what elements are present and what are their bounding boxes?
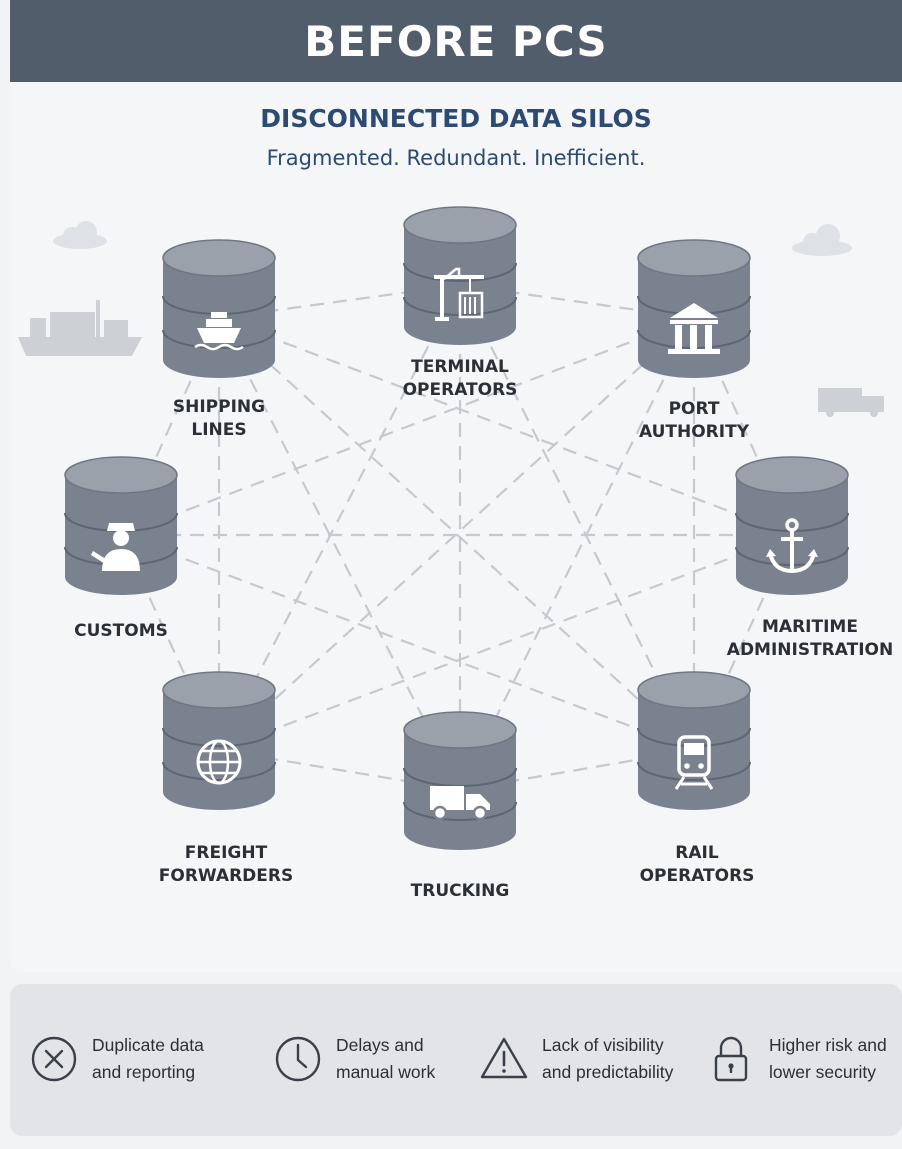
node-label-line: LINES [191, 420, 247, 440]
database-ring [403, 262, 517, 282]
database-top [162, 239, 276, 277]
issue-line: Lack of visibility [542, 1035, 664, 1055]
issue-text: Delays and manual work [336, 1032, 466, 1086]
issue-item: Higher risk and lower security [705, 1032, 894, 1086]
node-label-trucking: TRUCKING [360, 880, 560, 903]
node-label-line: RAIL [675, 843, 719, 863]
issues-panel: Duplicate data and reporting Delays and … [10, 984, 902, 1136]
database-top [403, 206, 517, 244]
connection-line [218, 317, 461, 791]
database-node-maritime [735, 456, 849, 595]
connection-line [459, 317, 695, 791]
database-ring [403, 767, 517, 787]
node-label-line: TERMINAL [411, 357, 509, 377]
connection-line [218, 316, 793, 537]
issue-line: and reporting [92, 1062, 196, 1082]
connection-line [459, 284, 695, 751]
node-label-line: CUSTOMS [74, 621, 168, 641]
globe-icon [196, 739, 242, 785]
database-top [735, 456, 849, 494]
node-label-line: MARITIME [762, 617, 858, 637]
clock-icon [275, 1036, 321, 1082]
database-top [637, 671, 751, 709]
connection-line [692, 317, 794, 536]
node-label-line: FORWARDERS [158, 866, 294, 886]
database-node-customs [64, 456, 178, 595]
connection-line [218, 283, 461, 320]
issue-line: manual work [336, 1062, 436, 1082]
issue-text: Lack of visibility and predictability [542, 1032, 692, 1086]
crane-container-icon [434, 267, 484, 321]
database-node-terminal [403, 206, 517, 345]
database-ring [637, 761, 751, 781]
database-top [637, 239, 751, 277]
diagram-tagline: Fragmented. Redundant. Inefficient. [266, 146, 646, 170]
connection-line [120, 316, 695, 537]
background-decor [18, 221, 884, 417]
warning-icon [480, 1037, 528, 1079]
node-label-freight: FREIGHT FORWARDERS [126, 842, 326, 888]
node-label-line: FREIGHT [184, 843, 268, 863]
issue-line: lower security [769, 1062, 876, 1082]
database-top [162, 671, 276, 709]
truck-icon [430, 786, 490, 821]
node-label-line: TRUCKING [410, 881, 510, 901]
connection-line [218, 317, 695, 751]
page-title: BEFORE PCS [304, 16, 608, 66]
cargo-ship-icon [18, 300, 142, 356]
issue-line: Delays and [336, 1035, 424, 1055]
issue-line: and predictability [542, 1062, 674, 1082]
customs-officer-icon [91, 523, 140, 571]
node-label-customs: CUSTOMS [21, 620, 221, 643]
node-label-line: OPERATORS [639, 866, 755, 886]
issue-item: Duplicate data and reporting [28, 1032, 222, 1086]
connection-line [119, 317, 221, 536]
anchor-icon [766, 518, 818, 574]
silos-diagram [18, 206, 884, 850]
database-node-port [637, 239, 751, 378]
database-cylinder [404, 225, 516, 345]
lock-icon [714, 1036, 748, 1082]
government-building-icon [668, 303, 720, 354]
database-node-trucking [403, 711, 517, 850]
node-label-rail: RAIL OPERATORS [597, 842, 797, 888]
database-ring [162, 761, 276, 781]
cloud-icon [53, 221, 107, 249]
database-top [403, 711, 517, 749]
node-label-line: OPERATORS [402, 380, 518, 400]
node-label-line: PORT [668, 399, 720, 419]
issue-text: Duplicate data and reporting [92, 1032, 222, 1086]
issue-item: Lack of visibility and predictability [478, 1032, 692, 1086]
node-label-line: ADMINISTRATION [726, 640, 894, 660]
connection-line [218, 748, 461, 792]
issue-item: Delays and manual work [272, 1032, 466, 1086]
truck-silhouette-icon [818, 388, 884, 417]
cloud-icon [792, 224, 852, 256]
node-label-shipping: SHIPPING LINES [119, 396, 319, 442]
x-circle-icon [31, 1036, 77, 1082]
node-label-terminal: TERMINAL OPERATORS [360, 356, 560, 402]
database-node-shipping [162, 239, 276, 378]
issue-line: Higher risk and [769, 1035, 887, 1055]
database-node-freight [162, 671, 276, 810]
connection-line [218, 533, 793, 752]
connection-line [218, 317, 695, 751]
header-bar: BEFORE PCS [10, 0, 902, 82]
node-label-maritime: MARITIME ADMINISTRATION [710, 616, 902, 662]
ship-icon [194, 312, 244, 351]
train-icon [674, 735, 714, 790]
database-ring [162, 727, 276, 747]
issue-text: Higher risk and lower security [769, 1032, 894, 1086]
database-ring [403, 801, 517, 821]
node-label-line: SHIPPING [172, 397, 266, 417]
connection-line [218, 284, 461, 751]
issue-line: Duplicate data [92, 1035, 204, 1055]
database-top [64, 456, 178, 494]
node-label-port: PORT AUTHORITY [594, 398, 794, 444]
connection-line [120, 533, 695, 752]
database-nodes [64, 206, 849, 850]
node-label-line: AUTHORITY [638, 422, 750, 442]
diagram-title: DISCONNECTED DATA SILOS [260, 104, 652, 133]
database-node-rail [637, 671, 751, 810]
